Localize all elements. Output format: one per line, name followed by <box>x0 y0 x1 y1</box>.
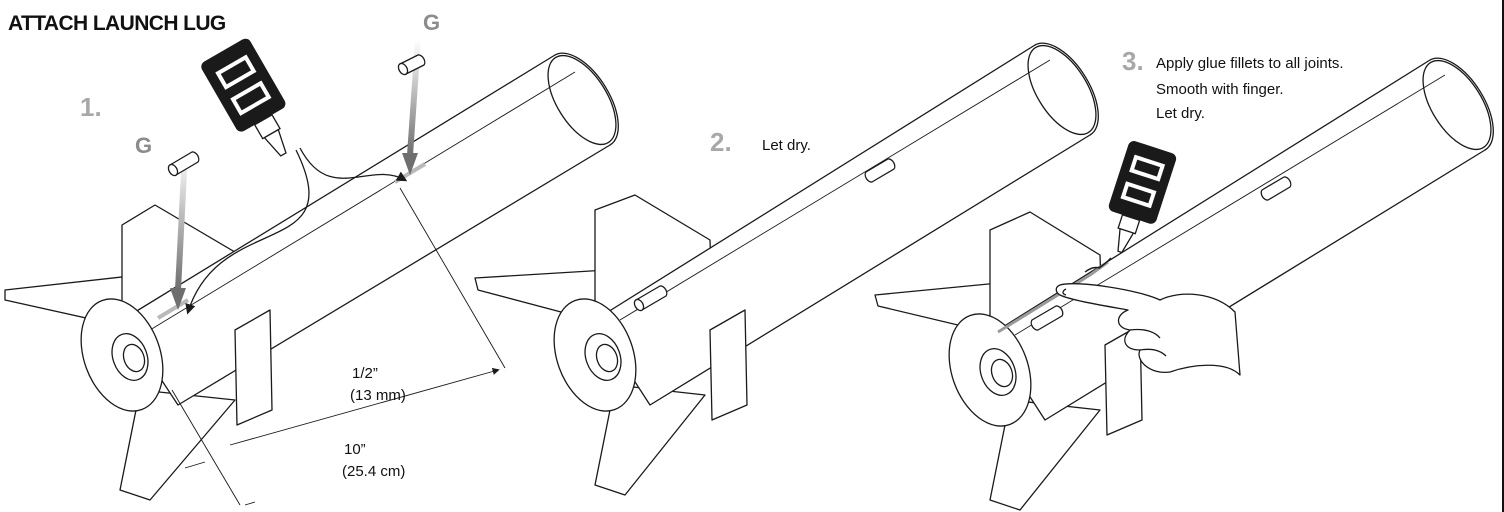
rocket-2-body-tube <box>594 42 1099 406</box>
rocket-3-body-tube <box>989 57 1494 421</box>
page-title: ATTACH LAUNCH LUG <box>8 12 226 35</box>
dimension-lug-offset-metric: (13 mm) <box>350 387 406 404</box>
rocket-3-fin-bottom <box>989 399 1101 511</box>
step-3-line-3: Let dry. <box>1156 105 1205 122</box>
rocket-3 <box>874 57 1494 511</box>
rocket-1-fin-bottom <box>119 389 236 501</box>
dimension-lug-position-metric: (25.4 cm) <box>342 463 406 480</box>
finger-hand-icon <box>1055 283 1241 376</box>
rocket-2-fin-bottom <box>594 384 706 496</box>
dimension-lug-position-imperial: 10” <box>344 441 366 458</box>
rocket-1-motor-tube <box>111 333 149 381</box>
rocket-2 <box>474 42 1099 496</box>
glue-mark-left: G <box>135 133 153 158</box>
step-2-number: 2. <box>710 127 732 157</box>
rocket-1 <box>4 52 619 506</box>
rocket-2-fin-right <box>709 309 748 421</box>
rocket-1-body-tube <box>121 52 619 406</box>
step-3-line-1: Apply glue fillets to all joints. <box>1156 55 1344 72</box>
launch-lug-icon <box>167 54 426 177</box>
glue-bottle-icon-2 <box>1108 141 1177 254</box>
glue-mark-right: G <box>423 10 441 35</box>
glue-arrow-icon <box>175 151 188 291</box>
step-1-number: 1. <box>80 92 102 122</box>
dimension-lug-offset-imperial: 1/2” <box>352 365 378 382</box>
glue-bottle-icon <box>201 38 287 157</box>
step-3-number: 3. <box>1122 46 1144 76</box>
step-3-line-2: Smooth with finger. <box>1156 81 1284 98</box>
page-border <box>1502 0 1504 512</box>
rocket-1-fin-right <box>234 309 273 426</box>
step-2-text: Let dry. <box>762 137 811 154</box>
